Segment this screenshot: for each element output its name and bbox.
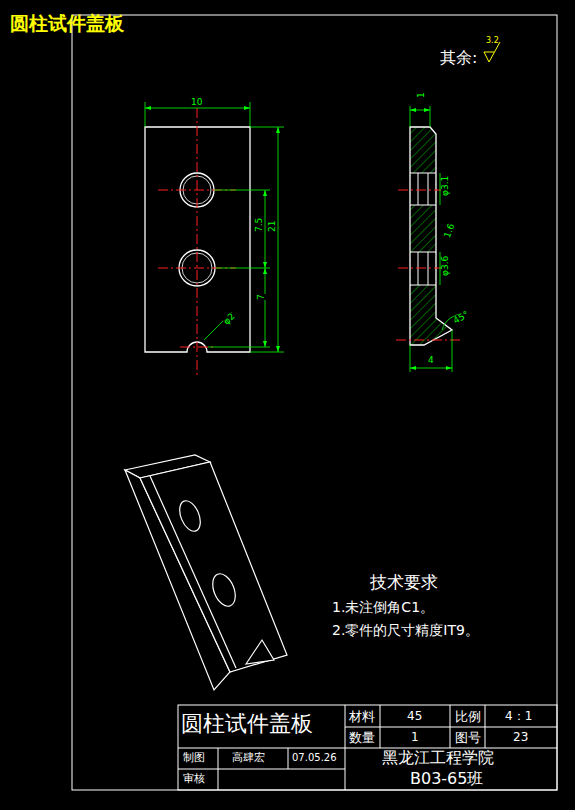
isometric-view [125,455,287,690]
dimension: 4 [428,356,434,365]
dimension: 1 [417,92,426,98]
table-cell: 审核 [183,773,205,784]
note-text: 1.未注倒角C1。 [332,600,434,614]
dimension: 7.5 [255,218,264,232]
table-cell: 07.05.26 [292,753,337,763]
table-cell: 图号 [455,731,481,744]
dimension: 1.6 [443,223,456,240]
note-text: 其余: [440,50,477,66]
table-cell: B03-65班 [410,771,483,787]
title-block [178,705,557,790]
dimension: φ3.6 [441,256,450,276]
section-view [396,106,464,372]
sheet-title: 圆柱试件盖板 [10,14,124,33]
table-cell: 数量 [349,731,375,744]
front-view [145,102,284,378]
table-cell: 高肆宏 [232,752,265,763]
roughness-value: 3.2 [486,37,499,45]
heading-text: 技术要求 [370,574,438,591]
table-cell: 黑龙江工程学院 [382,750,494,766]
table-cell: 制图 [183,752,205,763]
table-cell: 23 [513,731,528,743]
note-text: 2.零件的尺寸精度IT9。 [332,623,479,637]
dimension: 10 [191,98,202,107]
table-cell: 圆柱试件盖板 [181,713,313,735]
table-cell: 比例 [455,710,481,723]
table-cell: 45 [407,710,422,722]
dimension: 45° [452,310,470,326]
dimension: 7 [257,294,266,300]
table-cell: 4：1 [505,710,532,722]
dimension: φ2 [222,312,237,327]
dimension: 21 [268,221,277,232]
dimension: φ3.1 [441,176,450,196]
table-cell: 1 [411,731,419,743]
sheet-frame [72,15,557,790]
table-cell: 材料 [349,710,375,723]
roughness-symbol [484,42,500,62]
